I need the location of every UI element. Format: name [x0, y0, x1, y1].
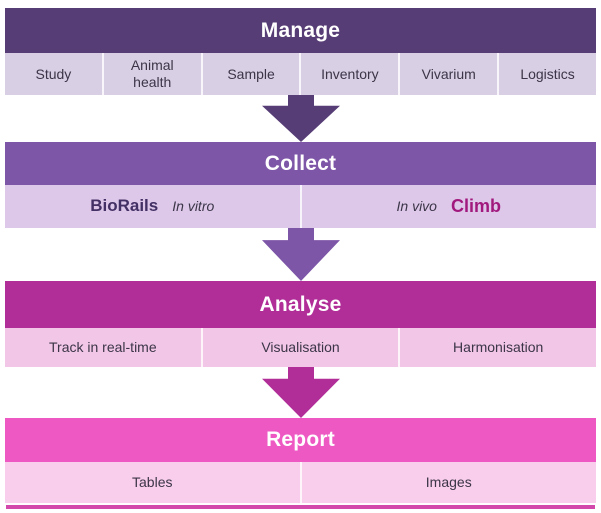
collect-cell-in-vivo: In vivo Climb: [299, 185, 597, 228]
climb-brand-label: Climb: [450, 195, 501, 216]
down-arrow-icon: [261, 95, 340, 142]
bottom-accent-line: [6, 505, 595, 509]
stage-manage-title: Manage: [260, 18, 341, 42]
manage-item-study-label: Study: [35, 65, 72, 82]
stage-collect-header: Collect: [5, 142, 596, 185]
stage-collect: Collect BioRails In vitro In vivo Climb: [5, 142, 596, 228]
manage-item-vivarium-label: Vivarium: [421, 65, 476, 82]
stage-analyse-title: Analyse: [259, 292, 342, 316]
manage-item-inventory: Inventory: [299, 53, 398, 95]
arrow-manage-to-collect: [5, 95, 596, 142]
analyse-item-track-real-time: Track in real-time: [5, 328, 201, 367]
manage-item-sample: Sample: [200, 53, 300, 95]
analyse-item-visualisation: Visualisation: [200, 328, 399, 367]
in-vivo-label: In vivo: [396, 198, 437, 215]
stage-report-items-row: Tables Images: [5, 462, 596, 503]
analyse-item-harmonisation: Harmonisation: [398, 328, 596, 367]
stage-collect-title: Collect: [264, 151, 337, 175]
arrow-collect-to-analyse: [5, 228, 596, 281]
collect-cell-in-vitro: BioRails In vitro: [5, 185, 300, 228]
stage-report-header: Report: [5, 418, 596, 462]
manage-item-animal-health: Animal health: [101, 53, 201, 95]
down-arrow-icon: [261, 367, 340, 418]
report-item-images-label: Images: [425, 474, 472, 491]
manage-item-study: Study: [5, 53, 102, 95]
report-item-images: Images: [299, 462, 597, 503]
stage-analyse-items-row: Track in real-time Visualisation Harmoni…: [5, 328, 596, 367]
analyse-item-track-real-time-label: Track in real-time: [49, 339, 157, 356]
manage-item-sample-label: Sample: [227, 65, 275, 82]
manage-item-logistics: Logistics: [497, 53, 596, 95]
stage-manage-header: Manage: [5, 8, 596, 53]
stage-analyse-header: Analyse: [5, 281, 596, 328]
arrow-analyse-to-report: [5, 367, 596, 418]
report-item-tables: Tables: [5, 462, 300, 503]
manage-item-animal-health-label: Animal health: [130, 57, 174, 90]
manage-item-inventory-label: Inventory: [321, 65, 379, 82]
down-arrow-icon: [261, 228, 340, 281]
stage-manage-items-row: Study Animal health Sample Inventory Viv…: [5, 53, 596, 95]
in-vitro-label: In vitro: [172, 198, 215, 215]
stage-report: Report Tables Images: [5, 418, 596, 503]
manage-item-logistics-label: Logistics: [520, 65, 575, 82]
stage-report-title: Report: [266, 428, 335, 451]
report-item-tables-label: Tables: [132, 474, 173, 491]
stage-analyse: Analyse Track in real-time Visualisation…: [5, 281, 596, 367]
stage-collect-items-row: BioRails In vitro In vivo Climb: [5, 185, 596, 228]
manage-item-vivarium: Vivarium: [398, 53, 497, 95]
stage-manage: Manage Study Animal health Sample Invent…: [5, 8, 596, 95]
biorails-brand-label: BioRails: [90, 196, 159, 216]
analyse-item-harmonisation-label: Harmonisation: [453, 339, 544, 356]
analyse-item-visualisation-label: Visualisation: [261, 339, 340, 356]
